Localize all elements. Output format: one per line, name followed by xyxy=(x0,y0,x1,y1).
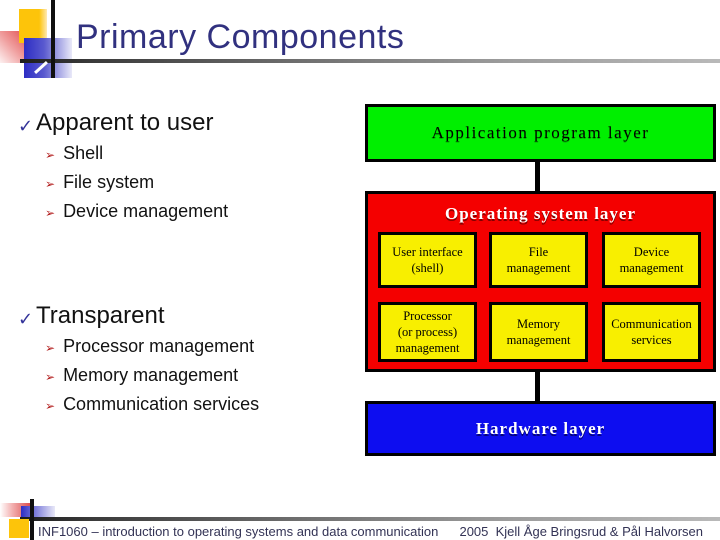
os-component-label: Memory management xyxy=(506,316,571,347)
list-item: ➢ Processor management xyxy=(45,336,254,358)
list-item: ➢ Communication services xyxy=(45,394,259,416)
bullet-section-header: Transparent xyxy=(36,302,165,329)
hardware-layer-label: Hardware layer xyxy=(475,418,606,438)
os-layer-box: Operating system layer User interface (s… xyxy=(365,191,716,372)
os-component-label: File management xyxy=(506,244,571,275)
footer-decor-blue-bar xyxy=(21,506,55,518)
list-item-label: Communication services xyxy=(63,394,260,414)
decor-blue-square xyxy=(24,38,72,78)
list-item: ➢ Memory management xyxy=(45,365,238,387)
decor-yellow-square xyxy=(19,9,47,43)
os-component-box: File management xyxy=(489,232,588,288)
connector-line xyxy=(535,372,540,401)
list-item: ➢ Shell xyxy=(45,143,103,165)
title-rule xyxy=(20,59,720,63)
hardware-layer-box: Hardware layer xyxy=(365,401,716,456)
os-layer-label: Operating system layer xyxy=(444,204,637,223)
os-component-box: Memory management xyxy=(489,302,588,362)
os-component-box: Device management xyxy=(602,232,701,288)
arrow-bullet-icon: ➢ xyxy=(45,398,56,413)
connector-line xyxy=(535,162,540,191)
os-component-box: User interface (shell) xyxy=(378,232,477,288)
footer-decor-yellow-square xyxy=(9,519,29,538)
footer-course-text: INF1060 – introduction to operating syst… xyxy=(38,524,439,539)
arrow-bullet-icon: ➢ xyxy=(45,147,56,162)
arrow-bullet-icon: ➢ xyxy=(45,340,56,355)
os-component-box: Communication services xyxy=(602,302,701,362)
os-component-box: Processor (or process) management xyxy=(378,302,477,362)
list-item-label: File system xyxy=(63,172,155,192)
arrow-bullet-icon: ➢ xyxy=(45,369,56,384)
decor-vertical-line xyxy=(51,0,55,78)
footer-rule xyxy=(20,517,720,521)
check-icon: ✓ xyxy=(18,116,34,137)
arrow-bullet-icon: ➢ xyxy=(45,205,56,220)
os-component-label: Communication services xyxy=(611,316,692,347)
os-component-label: Device management xyxy=(619,244,684,275)
arrow-bullet-icon: ➢ xyxy=(45,176,56,191)
list-item: ➢ Device management xyxy=(45,201,228,223)
list-item-label: Processor management xyxy=(63,336,255,356)
application-layer-box: Application program layer xyxy=(365,104,716,162)
page-title: Primary Components xyxy=(76,18,405,56)
footer-decor-vertical-line xyxy=(30,499,34,540)
list-item-label: Device management xyxy=(63,201,229,221)
footer-authors-text: 2005 Kjell Åge Bringsrud & Pål Halvorsen xyxy=(459,524,703,539)
bullet-section-header: Apparent to user xyxy=(36,109,214,136)
os-layers-diagram: Application program layer Operating syst… xyxy=(365,104,716,456)
os-component-label: User interface (shell) xyxy=(392,244,463,275)
check-icon: ✓ xyxy=(18,309,34,330)
list-item-label: Shell xyxy=(63,143,104,163)
list-item-label: Memory management xyxy=(63,365,239,385)
application-layer-label: Application program layer xyxy=(431,123,650,142)
list-item: ➢ File system xyxy=(45,172,154,194)
os-component-label: Processor (or process) management xyxy=(395,308,460,356)
